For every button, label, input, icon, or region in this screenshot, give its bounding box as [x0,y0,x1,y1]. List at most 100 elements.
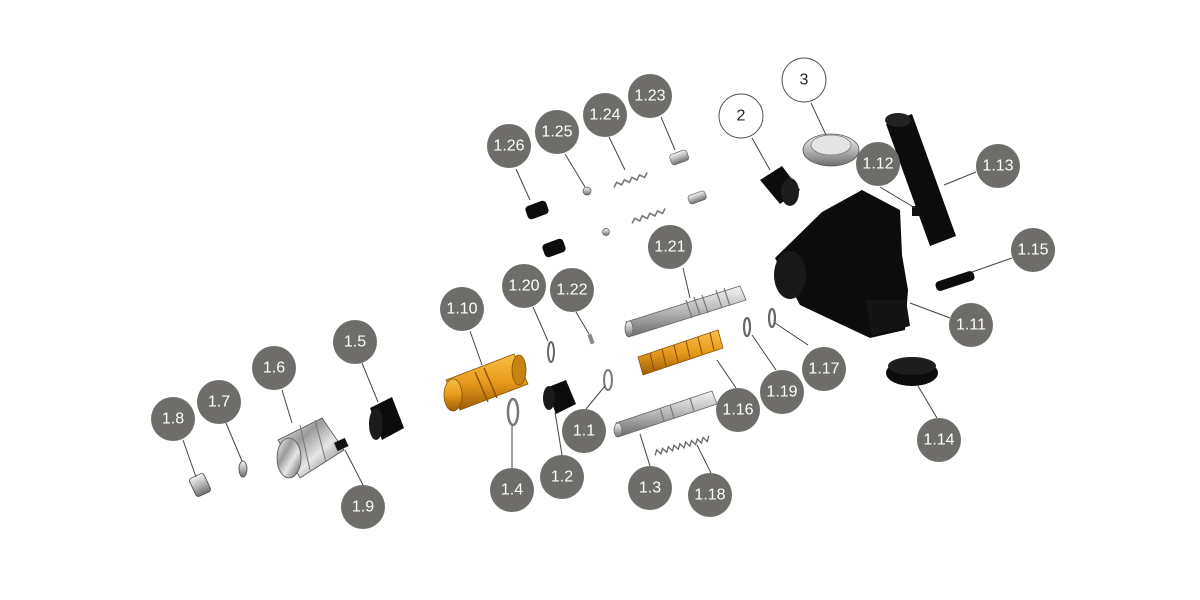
part-2-fitting [760,166,800,206]
callout-1-4: 1.4 [490,468,534,512]
leader-1-2 [554,411,563,456]
part-1-23-pins [669,149,707,205]
callout-label: 3 [800,72,809,89]
callout-label: 1.20 [508,278,539,295]
leader-1-19 [751,334,777,371]
callout-label: 1.12 [862,156,893,173]
leader-1-10 [469,330,483,366]
callout-label: 2 [737,108,746,125]
leader-1-18 [696,444,712,474]
callout-label: 1.3 [639,480,661,497]
leader-lines [182,102,1013,486]
leader-1-24 [608,136,626,171]
callout-1-10: 1.10 [440,287,484,331]
part-1-12-clip [912,206,920,216]
part-1-18-spring [654,435,710,456]
callout-1-12: 1.12 [856,142,900,186]
callout-1-2: 1.2 [540,455,584,499]
leader-1-21 [682,267,691,299]
callout-3: 3 [781,57,827,103]
callout-1-7: 1.7 [197,380,241,424]
part-1-6-handle [276,417,345,479]
callout-1-17: 1.17 [802,347,846,391]
callout-label: 1.16 [722,402,753,419]
part-3-hex-nut [802,133,860,167]
callout-1-16: 1.16 [716,388,760,432]
callout-1-15: 1.15 [1011,228,1055,272]
parts-layer [189,113,975,497]
callout-label: 1.23 [634,88,665,105]
callout-label: 1.7 [208,394,230,411]
part-1-21-stem [624,285,747,338]
callout-1-9: 1.9 [341,485,385,529]
callout-label: 1.17 [808,361,839,378]
callout-1-24: 1.24 [583,93,627,137]
leader-3 [810,102,827,136]
leader-1-3 [639,433,651,467]
part-1-8-nut [189,473,211,497]
callout-1-26: 1.26 [487,124,531,168]
callout-2: 2 [718,93,764,139]
callout-1-22: 1.22 [550,268,594,312]
leader-1-25 [564,153,586,188]
part-1-25-balls [582,186,610,236]
part-1-2-seal [543,380,576,414]
callout-label: 1.14 [923,432,954,449]
callout-label: 1.13 [982,158,1013,175]
part-1-3-shaft [613,390,718,438]
callout-label: 1.5 [344,334,366,351]
part-1-20-ring [547,341,555,363]
leader-1-22 [575,311,590,335]
callout-1-11: 1.11 [949,303,993,347]
part-1-13-tube [885,113,956,246]
part-1-4-ring [506,397,520,427]
callout-1-20: 1.20 [502,264,546,308]
callout-label: 1.25 [541,124,572,141]
leader-1-13 [943,171,977,186]
part-1-16-brass-sleeve [637,329,724,376]
callout-1-13: 1.13 [976,144,1020,188]
callout-1-5: 1.5 [333,320,377,364]
part-1-5-cap [369,397,404,440]
part-1-15-pin [935,271,975,291]
callout-label: 1.24 [589,107,620,124]
leader-1-7 [225,422,243,462]
callout-1-8: 1.8 [151,397,195,441]
part-1-11-valve-body [774,190,910,338]
leader-1-11 [909,302,951,319]
callout-label: 1.10 [446,301,477,318]
callout-1-14: 1.14 [917,418,961,462]
callout-label: 1.18 [694,487,725,504]
part-1-24-springs [613,172,666,224]
leader-1-16 [716,359,737,389]
leader-1-26 [515,168,531,201]
callout-1-19: 1.19 [760,370,804,414]
leader-1-17 [774,322,809,346]
part-1-9-screw [333,437,349,452]
callout-1-6: 1.6 [252,346,296,390]
leader-1-23 [660,116,676,151]
callout-label: 1.26 [493,138,524,155]
callout-label: 1.4 [501,482,523,499]
callout-label: 1.19 [766,384,797,401]
callout-label: 1.8 [162,411,184,428]
leader-1-12 [879,186,916,209]
callout-label: 1.21 [654,239,685,256]
part-1-19-ring [742,316,752,338]
part-1-22-pin [587,333,595,345]
part-1-14-washer [886,357,938,386]
leader-1-9 [344,449,364,486]
part-1-7-washer [238,460,248,478]
leader-1-8 [182,439,197,478]
callout-1-18: 1.18 [688,473,732,517]
callout-label: 1.6 [263,360,285,377]
callout-1-23: 1.23 [628,74,672,118]
part-1-17-ring [767,307,777,329]
part-1-26-fittings [525,200,566,258]
leader-2 [751,137,771,171]
callout-label: 1.2 [551,469,573,486]
part-1-10-brass-body [443,353,529,412]
callout-label: 1.15 [1017,242,1048,259]
leader-1-5 [361,362,379,403]
